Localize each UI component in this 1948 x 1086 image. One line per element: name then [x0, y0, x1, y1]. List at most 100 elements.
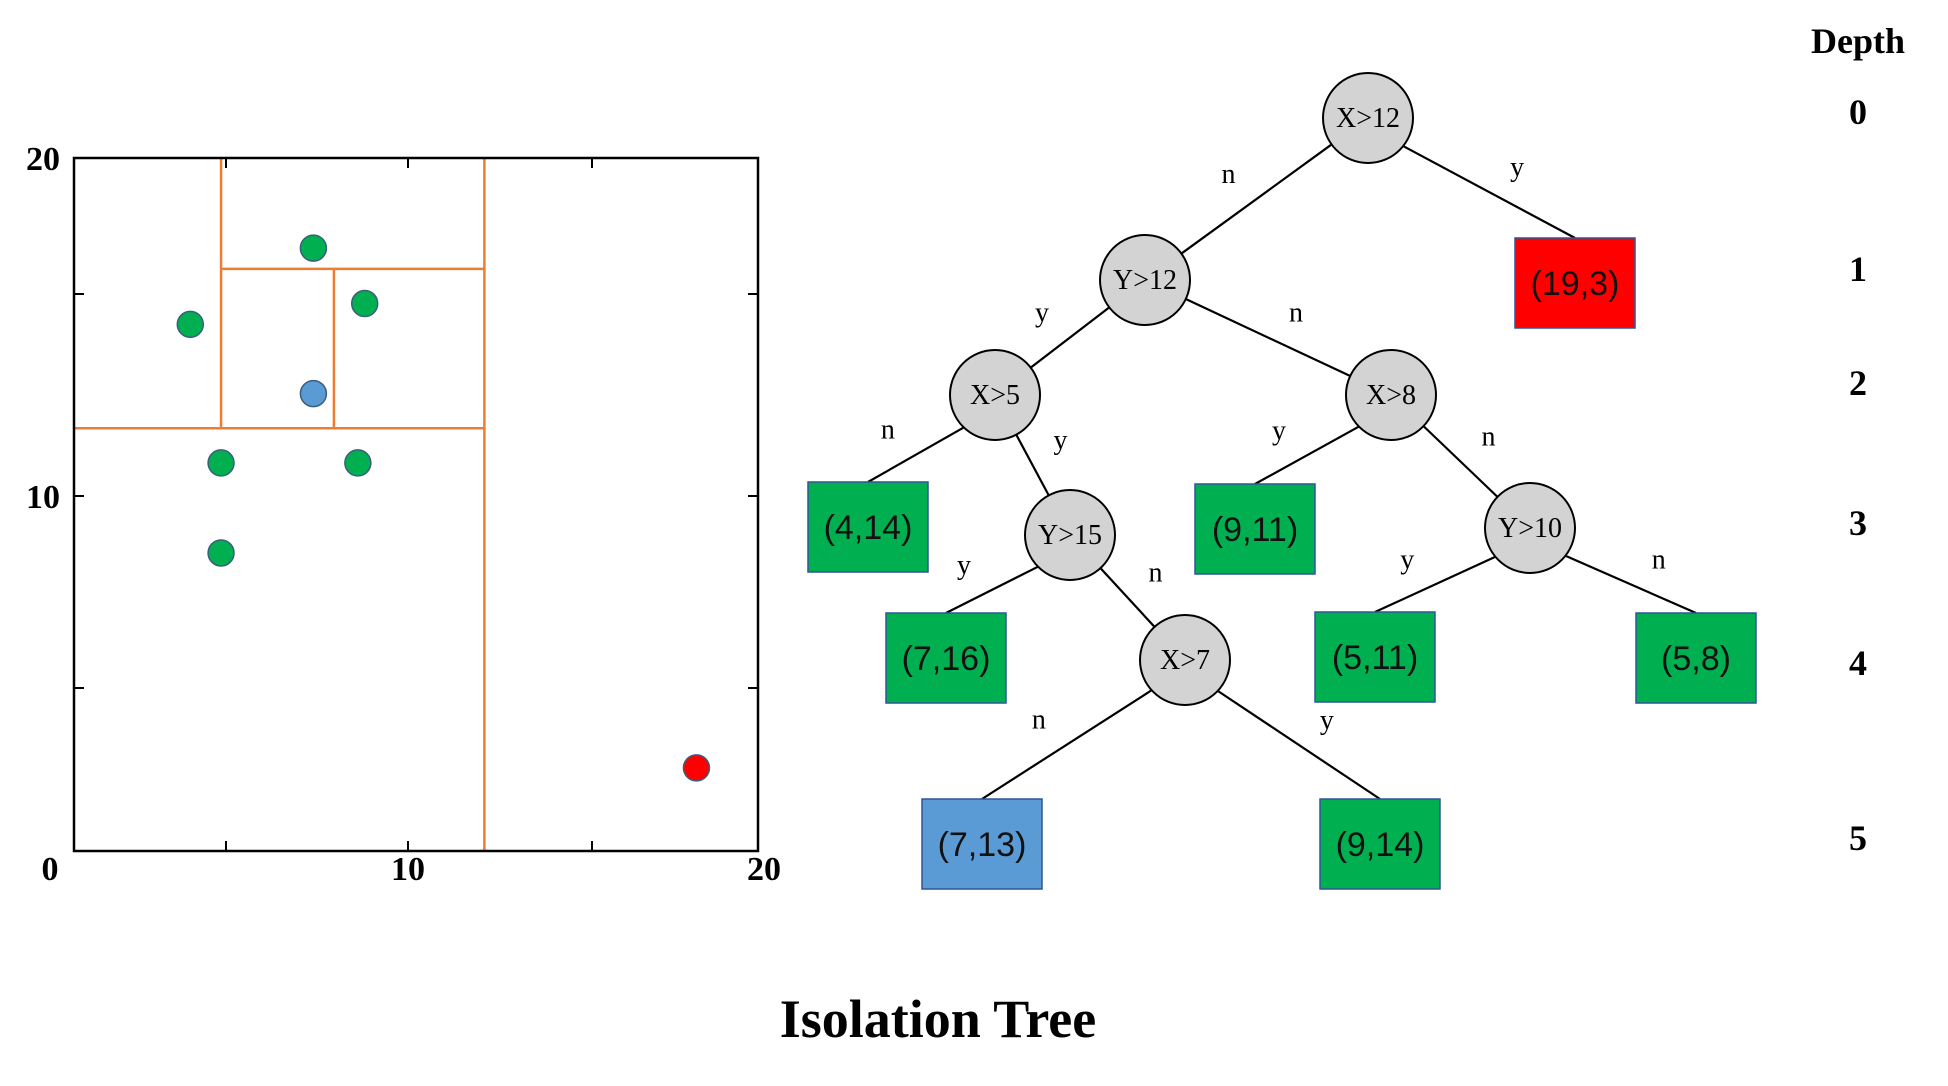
tree-edge: [1254, 425, 1360, 485]
x-tick-label: 10: [391, 851, 425, 888]
edge-label: y: [1035, 298, 1049, 329]
depth-header: Depth: [1811, 21, 1905, 61]
tree-leaf-node: (7,13): [921, 798, 1043, 890]
scatter-point-normal: [299, 234, 328, 262]
scatter-points: [176, 234, 711, 782]
tree-edge: [1564, 554, 1697, 615]
edge-label: n: [1222, 159, 1236, 190]
edge-label: y: [1054, 425, 1068, 456]
depth-level: 0: [1849, 92, 1867, 132]
leaf-box: [885, 612, 1007, 704]
edge-label: y: [1320, 705, 1334, 736]
tree-edge: [867, 426, 965, 483]
depth-level: 3: [1849, 503, 1867, 543]
leaf-label: (5,11): [1332, 639, 1418, 677]
tree-internal-node: Y>15: [1024, 489, 1116, 581]
node-circle: [1322, 72, 1414, 164]
leaf-label: (9,14): [1336, 826, 1425, 864]
scatter-point-anomaly: [682, 754, 711, 782]
tree-edge: [945, 565, 1039, 614]
y-tick-label: 20: [26, 141, 60, 178]
depth-level: 5: [1849, 818, 1867, 858]
tree-edge: [1030, 306, 1110, 369]
x-tick-label: 20: [747, 851, 781, 888]
edge-label: n: [881, 415, 895, 446]
depth-level: 2: [1849, 363, 1867, 403]
edge-label: y: [957, 550, 971, 581]
tree-edges: [867, 143, 1697, 800]
tree-edge: [1217, 689, 1381, 800]
node-split-label: X>12: [1336, 103, 1400, 134]
edge-label: y: [1510, 152, 1524, 183]
leaf-label: (9,11): [1212, 511, 1298, 549]
leaf-box: [1314, 611, 1436, 703]
tree-internal-node: X>12: [1322, 72, 1414, 164]
scatter-point-normal: [350, 289, 379, 318]
tree-internal-node: X>7: [1139, 614, 1231, 706]
tree-leaf-node: (9,11): [1194, 483, 1316, 575]
leaf-box: [1319, 798, 1441, 890]
tree-leaf-node: (4,14): [807, 481, 929, 573]
scatter-point-normal: [176, 310, 205, 339]
scatter-point-normal: [207, 449, 235, 477]
node-circle: [949, 349, 1041, 441]
tree-internal-nodes: X>12Y>12X>5 X>8Y>15 Y>10X>7: [949, 72, 1576, 706]
plot-frame: [72, 156, 760, 853]
leaf-box: [1194, 483, 1316, 575]
node-split-label: X>7: [1160, 645, 1210, 676]
tree-leaf-node: (7,16): [885, 612, 1007, 704]
edge-label: n: [1032, 705, 1046, 736]
node-circle: [1099, 234, 1191, 326]
y-tick-labels: 20 10: [26, 141, 60, 516]
axis-ticks: [74, 158, 758, 851]
tree-internal-node: X>5: [949, 349, 1041, 441]
tree-leaf-nodes: (19,3) (4,14) (9,11) (7,16) (5,11) (5,8) (7,13…: [807, 237, 1757, 890]
leaf-label: (19,3): [1531, 265, 1620, 303]
leaf-box: [921, 798, 1043, 890]
tree-leaf-node: (5,11): [1314, 611, 1436, 703]
scatter-point-query: [299, 379, 328, 408]
depth-level: 4: [1849, 643, 1867, 683]
tree-edge: [1180, 143, 1333, 255]
node-circle: [1484, 482, 1576, 574]
tree-edge: [981, 689, 1153, 800]
scatter-point-normal: [207, 539, 235, 567]
split-lines: [74, 158, 486, 851]
x-tick-labels: 0 10 20: [42, 851, 782, 888]
node-circle: [1024, 489, 1116, 581]
leaf-box: [1635, 612, 1757, 704]
depth-column: Depth 0 1 2 3 4 5: [1811, 21, 1905, 858]
leaf-box: [1514, 237, 1636, 329]
leaf-box: [807, 481, 929, 573]
depth-levels: 0 1 2 3 4 5: [1849, 92, 1867, 858]
leaf-label: (7,13): [938, 826, 1027, 864]
depth-level: 1: [1849, 249, 1867, 289]
node-split-label: X>5: [970, 380, 1020, 411]
edge-label: n: [1482, 422, 1496, 453]
node-split-label: Y>15: [1038, 520, 1102, 551]
node-circle: [1139, 614, 1231, 706]
leaf-label: (7,16): [902, 640, 991, 678]
leaf-label: (5,8): [1661, 640, 1731, 678]
tree-leaf-node: (9,14): [1319, 798, 1441, 890]
figure-title: Isolation Tree: [780, 989, 1097, 1049]
tree-leaf-node: (19,3): [1514, 237, 1636, 329]
scatter-panel: 20 10 0 10 20: [26, 141, 781, 888]
edge-label: n: [1149, 558, 1163, 589]
node-circle: [1345, 349, 1437, 441]
tree-edge: [1185, 298, 1351, 377]
tree-edge: [1099, 567, 1156, 628]
node-split-label: X>8: [1366, 380, 1416, 411]
tree-internal-node: Y>12: [1099, 234, 1191, 326]
leaf-label: (4,14): [824, 509, 913, 547]
node-split-label: Y>10: [1498, 513, 1562, 544]
tree-edge: [1422, 425, 1499, 498]
tree-internal-node: Y>10: [1484, 482, 1576, 574]
tree-edge: [1402, 145, 1576, 239]
node-split-label: Y>12: [1113, 265, 1177, 296]
tree-internal-node: X>8: [1345, 349, 1437, 441]
x-tick-label: 0: [42, 851, 59, 888]
edge-label: y: [1400, 544, 1414, 575]
